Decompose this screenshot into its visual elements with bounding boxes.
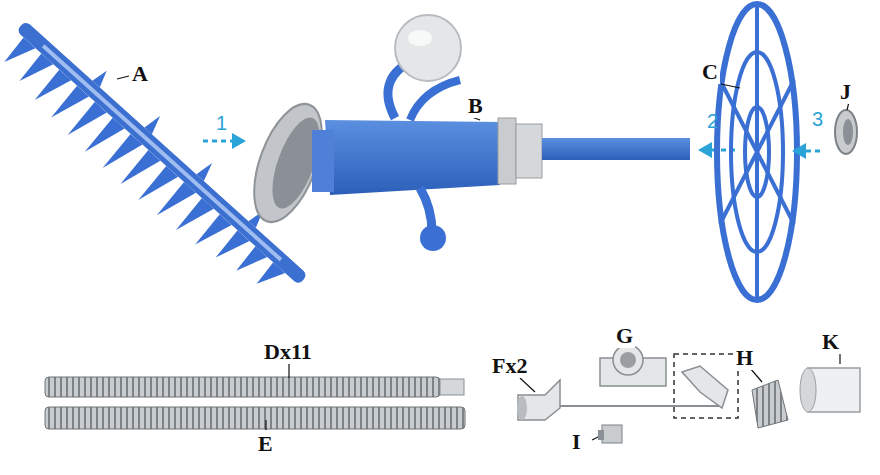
part-label: K [820,330,841,354]
wheel [717,4,797,300]
part-label: A [130,62,150,86]
part-label: I [570,430,583,454]
part-label: C [700,60,720,84]
hose-segment [45,377,440,397]
part-label: Dx11 [262,340,314,364]
part-label: E [256,432,275,456]
callout-number: 3 [810,108,825,130]
cleaner-body [240,15,690,251]
fittings [517,345,860,443]
part-label: J [838,80,853,104]
callout-number: 2 [705,110,720,132]
part-label: Fx2 [490,354,529,378]
ring [835,110,857,154]
callout-number: 1 [214,112,229,134]
part-label: G [614,324,635,348]
part-label: B [466,94,485,118]
hose-end [45,407,465,429]
part-label: H [734,346,755,370]
